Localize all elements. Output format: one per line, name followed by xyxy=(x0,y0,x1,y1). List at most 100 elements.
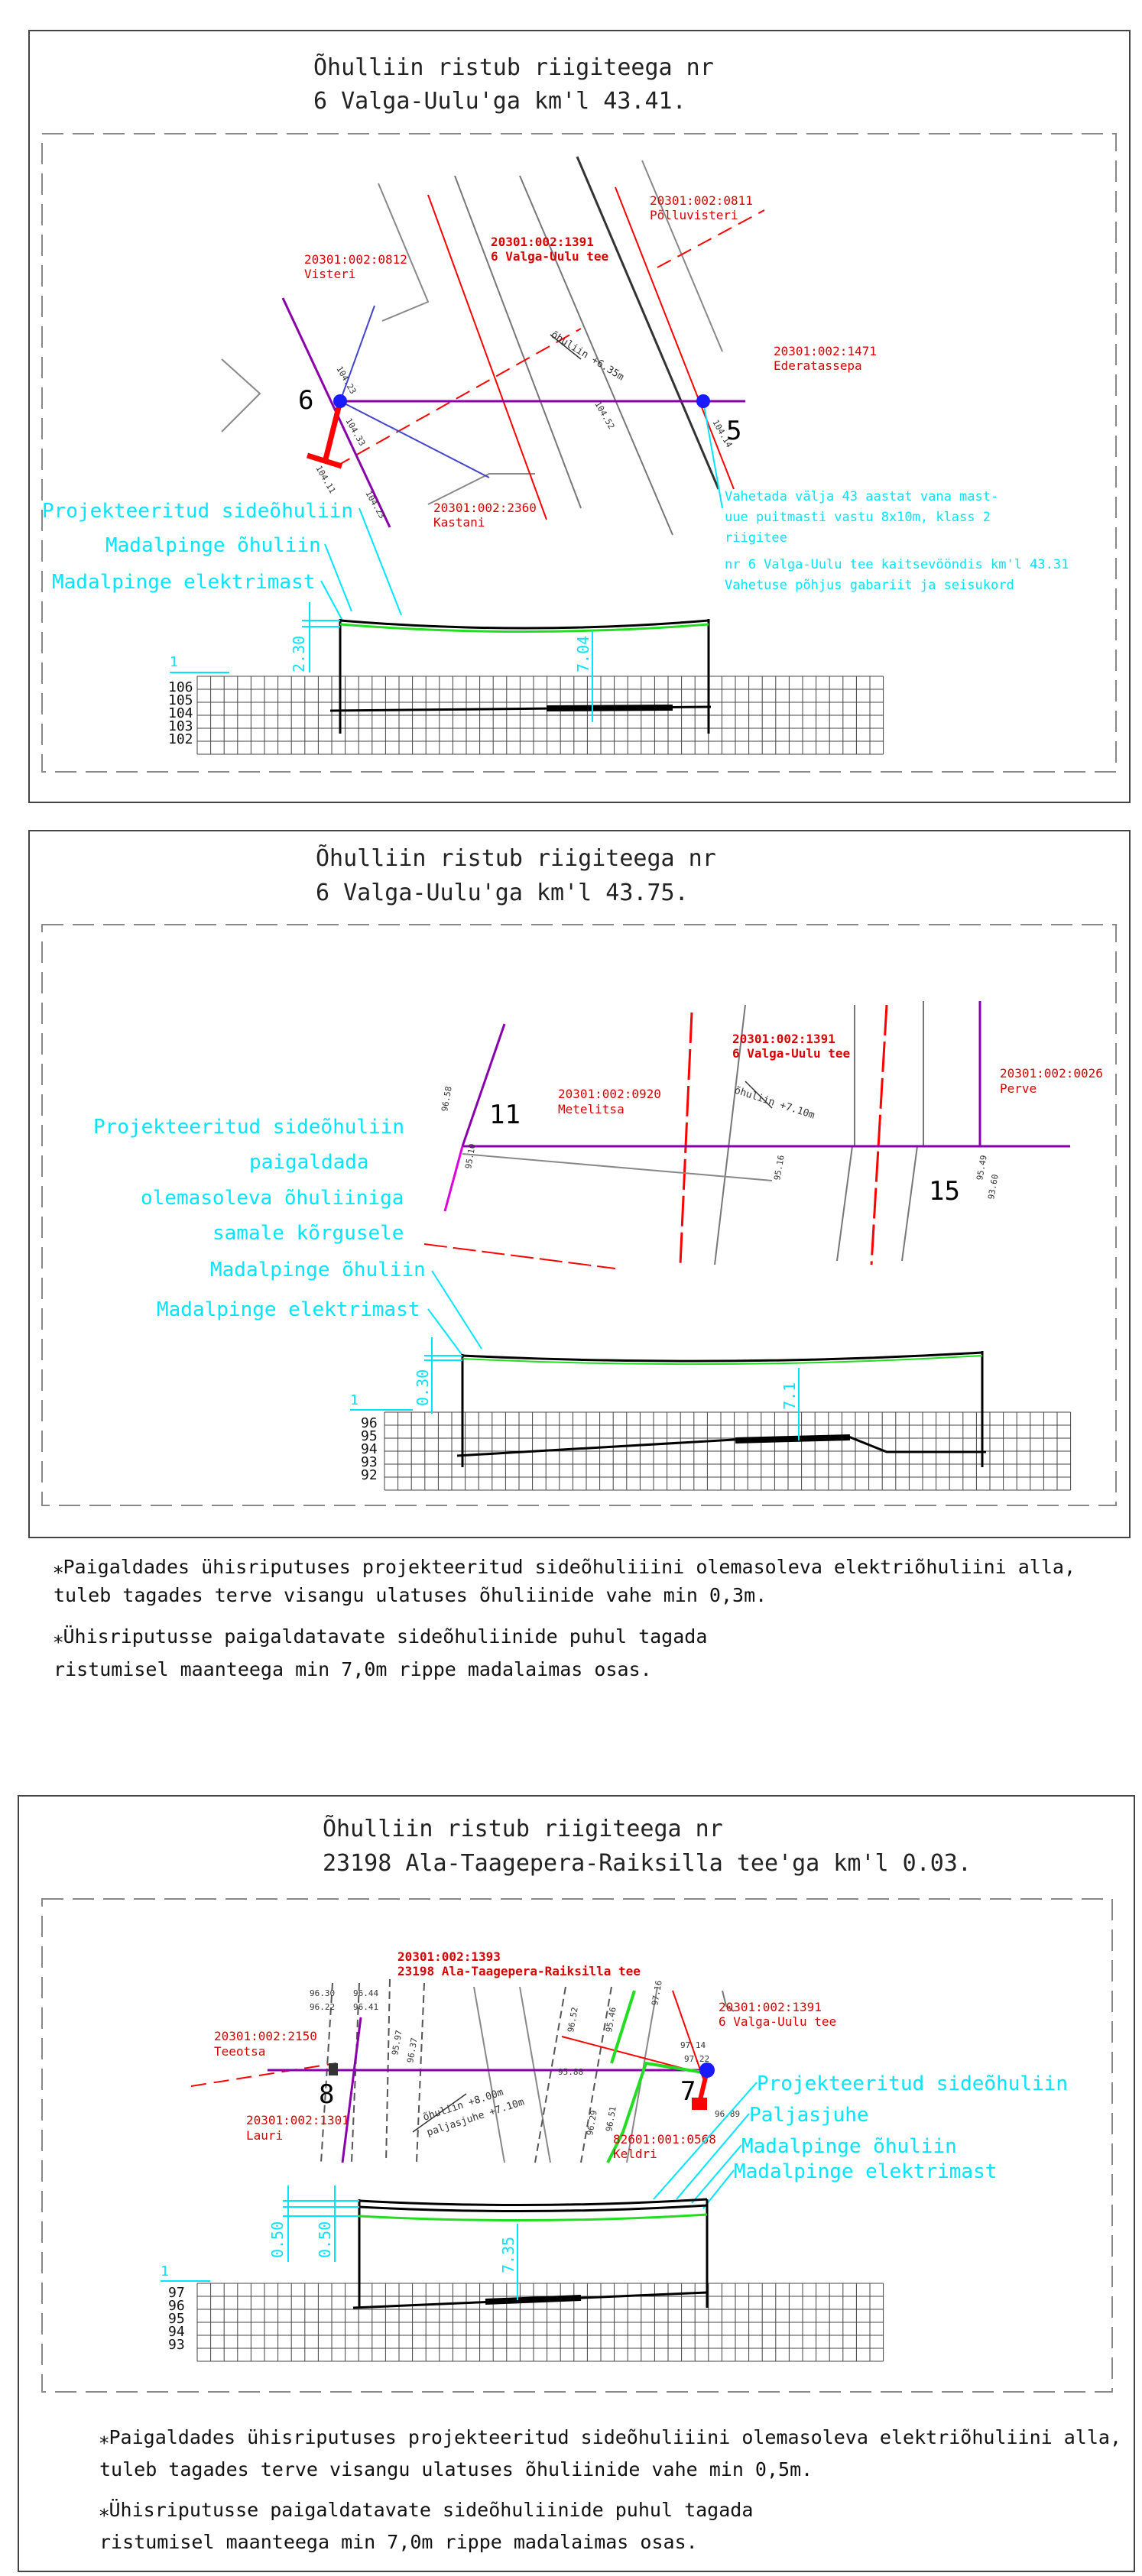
dim-left: 2.30 xyxy=(290,636,308,672)
elev-label: 93 xyxy=(168,2337,185,2353)
profile-grid xyxy=(196,676,884,755)
callout-leader xyxy=(676,2113,750,2200)
elev-label: 93 xyxy=(361,1454,378,1470)
pole-a-number: 8 xyxy=(319,2079,334,2110)
line-note: õhuliin +6.35m xyxy=(549,329,626,384)
elev-label: 92 xyxy=(361,1467,378,1483)
callout-leader xyxy=(320,580,343,621)
level-value: 96.29 xyxy=(585,2110,599,2137)
road-line xyxy=(836,1145,853,1262)
sheet-1-profile: 2.30 7.04 1 106 105 104 103 102 xyxy=(168,602,884,755)
road-name: 6 Valga-Uulu tee xyxy=(491,249,608,264)
road-line xyxy=(714,1004,746,1265)
road-edge xyxy=(615,186,735,490)
parcel-id: 20301:002:0026 xyxy=(1000,1066,1103,1081)
sheet-2-profile: 0.30 7.1 1 96 95 94 93 92 xyxy=(350,1337,1072,1491)
sheet-1-levels: 104.23 104.33 104.11 104.52 104.14 104.2… xyxy=(313,365,734,520)
road-line xyxy=(454,175,582,509)
parcel-id: 20301:002:2150 xyxy=(214,2029,317,2043)
road-line-dashed xyxy=(351,1982,360,2163)
level-value: 97.22 xyxy=(684,2054,709,2064)
level-value: 96.30 xyxy=(310,1988,335,1998)
dim-left-2: 0.50 xyxy=(316,2221,334,2258)
level-value: 95.97 xyxy=(390,2030,404,2056)
parcel-id: 20301:002:1301 xyxy=(246,2113,349,2127)
level-value: 95.16 xyxy=(772,1155,787,1181)
parcel-name: Põlluvisteri xyxy=(650,208,738,222)
elev-label: 96 xyxy=(168,2298,185,2314)
elev-label: 94 xyxy=(168,2324,185,2340)
parcel-name: Kastani xyxy=(433,515,485,530)
sheet-2-dashed-frame xyxy=(41,924,1117,1506)
level-value: 93.60 xyxy=(986,1174,1001,1201)
level-value: 95.10 xyxy=(463,1143,478,1170)
road-name: 6 Valga-Uulu tee xyxy=(732,1046,850,1061)
callout-telecom: Projekteeritud sideõhuliin xyxy=(757,2072,1068,2095)
callout-lv-line: Madalpinge õhuliin xyxy=(210,1259,426,1282)
parcel-id: 82601:001:0568 xyxy=(613,2132,716,2147)
sheet-1-callouts: Projekteeritud sideõhuliin Madalpinge õh… xyxy=(42,500,402,621)
parcel-id: 20301:002:2360 xyxy=(433,501,537,515)
road-id: 20301:002:1393 xyxy=(397,1949,501,1964)
note-line: Vahetuse põhjus gabariit ja seisukord xyxy=(725,578,1014,593)
road-line-dashed xyxy=(534,1986,566,2163)
note-line: tuleb tagades terve visangu ulatuses õhu… xyxy=(54,1584,767,1606)
parcel-boundary-dashed xyxy=(190,2062,337,2087)
level-value: 96.37 xyxy=(405,2037,420,2064)
callout-lv-line: Madalpinge õhuliin xyxy=(741,2135,957,2158)
callout-lv-mast: Madalpinge elektrimast xyxy=(52,571,315,594)
road-line xyxy=(519,1986,551,2163)
elev-label: 95 xyxy=(361,1428,378,1444)
scale-one: 1 xyxy=(170,654,178,670)
dim-left: 0.30 xyxy=(414,1369,432,1406)
parcel-id: 20301:002:0812 xyxy=(304,252,407,267)
level-value: 95.46 xyxy=(604,2007,618,2033)
road-line-dashed xyxy=(320,1982,333,2163)
parcel-boundary xyxy=(641,160,723,352)
stay-wire xyxy=(339,400,490,478)
lv-line-profile xyxy=(358,2204,708,2213)
parcel-boundary-dashed xyxy=(657,209,765,268)
elev-label: 102 xyxy=(168,731,193,747)
leader-line xyxy=(550,334,582,360)
sheet-2-levels: 96.58 95.10 95.16 93.60 95.49 xyxy=(440,1086,1001,1201)
road-line xyxy=(901,1145,918,1262)
parcel-line xyxy=(462,1153,773,1181)
level-value: 104.11 xyxy=(313,464,337,495)
road-id: 20301:002:1391 xyxy=(732,1032,835,1046)
road-surface xyxy=(485,2295,582,2305)
callout-leader xyxy=(358,507,402,616)
callout-install: paigaldada xyxy=(249,1151,369,1174)
level-value: 96.58 xyxy=(440,1086,454,1113)
telecom-drop xyxy=(443,1145,464,1212)
parcel-boundary xyxy=(427,473,535,505)
pole-a-number: 6 xyxy=(298,385,313,416)
callout-lv-mast: Madalpinge elektrimast xyxy=(734,2160,997,2183)
parcel-boundary xyxy=(672,1990,704,2079)
sheet-3-callouts: Projekteeritud sideõhuliin Paljasjuhe Ma… xyxy=(653,2072,1068,2209)
anchor-symbol xyxy=(722,1990,735,2012)
parcel-name: Perve xyxy=(1000,1081,1037,1096)
sheet-3-plan xyxy=(190,1978,735,2163)
note-line: ⁎Paigaldades ühisriputuses projekteeritu… xyxy=(99,2426,1122,2448)
scale-one: 1 xyxy=(161,2263,169,2280)
profile-grid xyxy=(196,2283,884,2362)
level-value: 96.22 xyxy=(310,2002,335,2012)
telecom-line-profile xyxy=(339,623,709,633)
road-line-dashed xyxy=(580,1986,612,2163)
note-line: nr 6 Valga-Uulu tee kaitsevööndis km'l 4… xyxy=(725,557,1069,572)
note-line: ristumisel maanteega min 7,0m rippe mada… xyxy=(54,1658,652,1680)
sheet-3-dashed-frame xyxy=(41,1898,1113,2393)
telecom-line-profile xyxy=(358,2213,708,2222)
bare-conductor-profile xyxy=(358,2198,708,2207)
sheet-1-replacement-note: Vahetada välja 43 aastat vana mast- uue … xyxy=(725,489,1069,593)
level-value: 104.23 xyxy=(334,365,358,396)
parcel-id: 20301:002:1391 xyxy=(719,2000,822,2014)
level-value: 97.16 xyxy=(650,1980,664,2007)
elev-label: 103 xyxy=(168,718,193,734)
stay-anchor-foot xyxy=(692,2098,707,2110)
pole-b-number: 15 xyxy=(929,1176,960,1207)
elev-labels: 106 105 104 103 102 xyxy=(168,679,193,747)
sheet-3-parcel-labels: 20301:002:1393 23198 Ala-Taagepera-Raiks… xyxy=(214,1949,836,2161)
note-line: ⁎Ühisriputusse paigaldatavate sideõhulii… xyxy=(99,2499,754,2521)
